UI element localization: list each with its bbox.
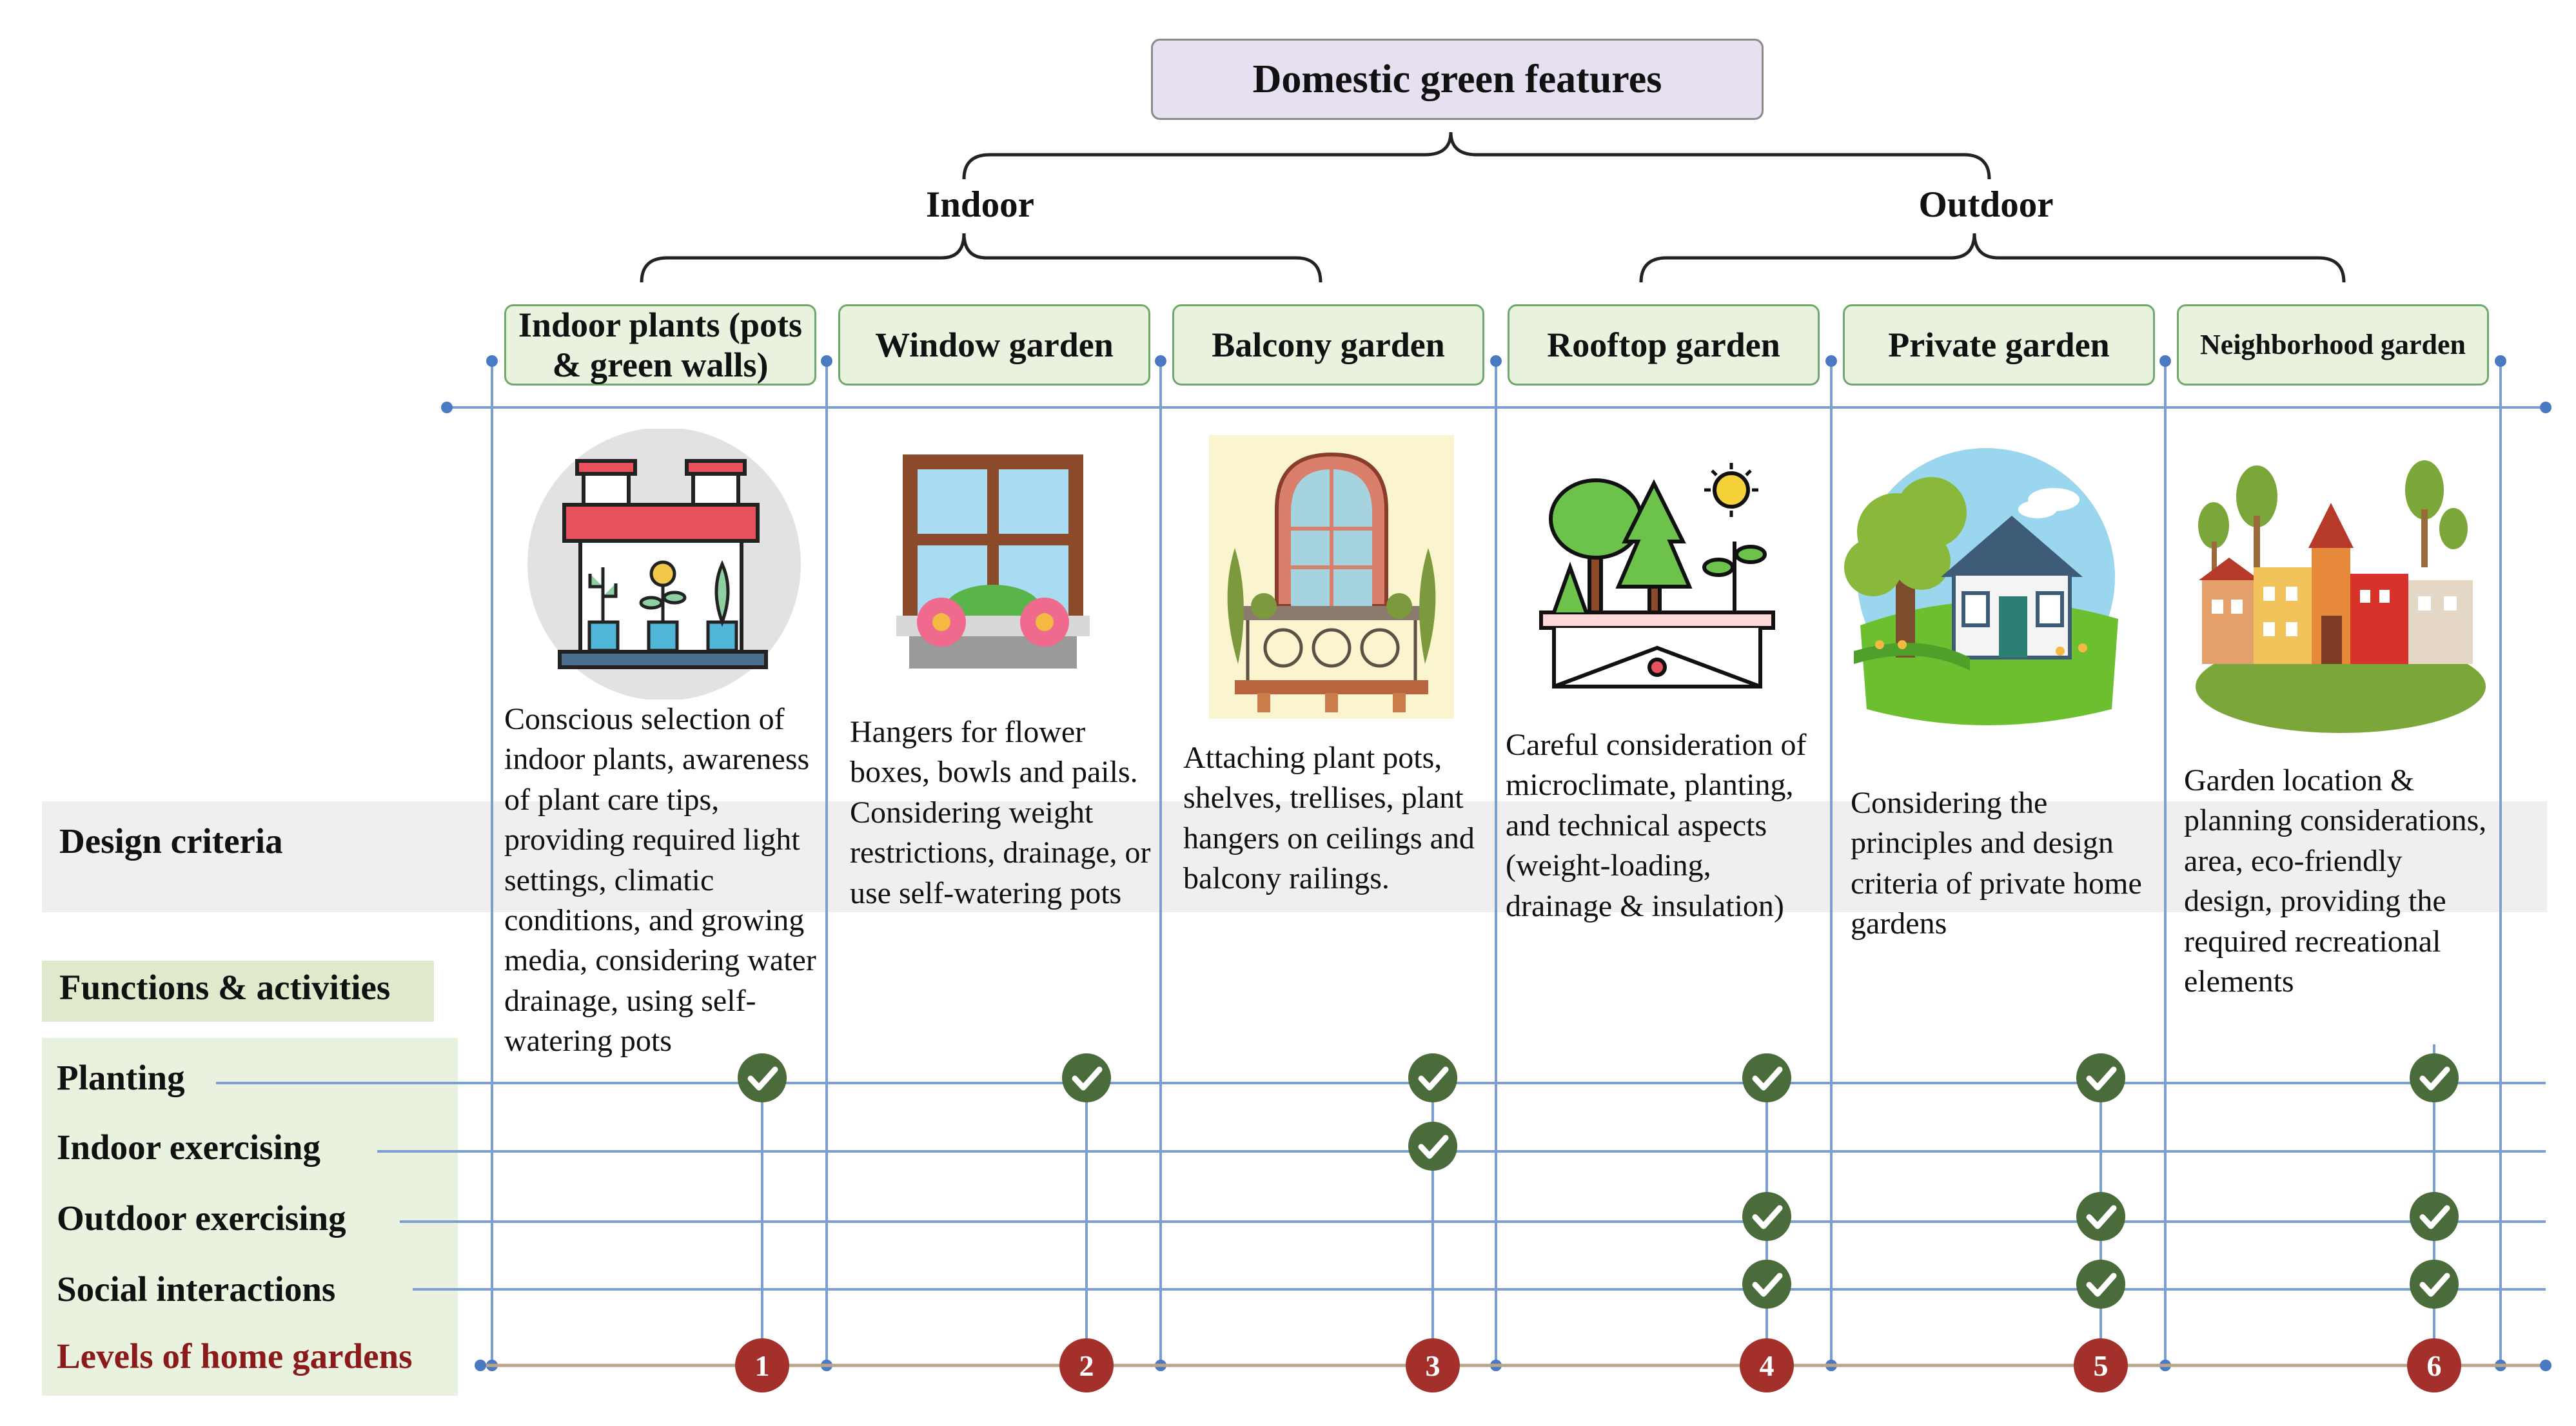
check-mark-planting <box>738 1053 787 1102</box>
row-label-design-criteria: Design criteria <box>59 821 283 861</box>
criteria-window-garden: Hangers for flower boxes, bowls and pail… <box>850 715 1151 910</box>
outdoor-brace <box>1639 233 2346 283</box>
level-badge: 3 <box>1406 1338 1460 1392</box>
criteria-indoor-plants: Conscious selection of indoor plants, aw… <box>504 702 816 1059</box>
column-header-rooftop-garden: Rooftop garden <box>1508 304 1820 386</box>
row-label-levels: Levels of home gardens <box>57 1336 413 1376</box>
row-lines <box>216 1082 2546 1291</box>
axis-dot <box>2540 402 2551 413</box>
level-number: 1 <box>755 1349 770 1382</box>
main-brace <box>962 132 1991 180</box>
row-label-outdoor-exercising: Outdoor exercising <box>57 1198 346 1238</box>
group-label-outdoor: Outdoor <box>1918 184 2054 225</box>
check-mark-social-interactions <box>2076 1260 2125 1309</box>
check-mark-outdoor-exercising <box>2076 1192 2125 1241</box>
level-badge: 4 <box>1740 1338 1794 1392</box>
level-number: 5 <box>2094 1349 2109 1382</box>
criteria-neighborhood-garden: Garden location & planning consideration… <box>2184 763 2487 999</box>
level-number: 6 <box>2427 1349 2442 1382</box>
rooftop-garden-icon <box>1539 463 1775 689</box>
functions-label-band <box>42 1038 458 1396</box>
check-mark-planting <box>2076 1053 2125 1102</box>
group-label-indoor: Indoor <box>926 184 1034 225</box>
diagram-title: Domestic green features <box>1151 39 1764 120</box>
column-header-private-garden: Private garden <box>1843 304 2155 386</box>
check-mark-outdoor-exercising <box>1742 1192 1791 1241</box>
column-header-neighborhood-garden: Neighborhood garden <box>2177 304 2489 386</box>
criteria-balcony-garden: Attaching plant pots, shelves, trellises… <box>1183 741 1475 896</box>
check-mark-outdoor-exercising <box>2410 1192 2459 1241</box>
column-header-indoor-plants: Indoor plants (pots & green walls) <box>504 304 816 386</box>
check-mark-social-interactions <box>2410 1260 2459 1309</box>
column-dividers <box>491 361 2502 1365</box>
window-garden-icon <box>896 454 1090 669</box>
row-label-functions: Functions & activities <box>59 968 391 1007</box>
indoor-plants-icon <box>527 429 801 699</box>
check-mark-planting <box>1742 1053 1791 1102</box>
balcony-garden-icon <box>1209 435 1454 719</box>
level-number: 2 <box>1079 1349 1094 1382</box>
criteria-private-garden: Considering the principles and design cr… <box>1851 786 2142 941</box>
row-label-social-interactions: Social interactions <box>57 1269 336 1309</box>
marker-layer: 1 2 3 4 5 6 <box>735 1053 2461 1392</box>
check-mark-social-interactions <box>1742 1260 1791 1309</box>
neighborhood-garden-icon <box>2196 460 2486 733</box>
design-criteria-band <box>42 801 2547 912</box>
check-mark-planting <box>1408 1053 1457 1102</box>
functions-tag-band <box>42 961 434 1022</box>
check-mark-planting <box>1062 1053 1111 1102</box>
check-mark-indoor-exercising <box>1408 1122 1457 1171</box>
column-header-window-garden: Window garden <box>838 304 1150 386</box>
marker-stems <box>761 1044 2435 1365</box>
axis-dot <box>441 402 453 413</box>
level-number: 3 <box>1426 1349 1440 1382</box>
level-badge: 5 <box>2074 1338 2128 1392</box>
level-badge: 1 <box>735 1338 789 1392</box>
criteria-rooftop-garden: Careful consideration of microclimate, p… <box>1506 728 1807 923</box>
indoor-brace <box>640 233 1322 283</box>
level-number: 4 <box>1760 1349 1775 1382</box>
level-badge: 2 <box>1059 1338 1114 1392</box>
private-garden-icon <box>1844 448 2118 725</box>
divider-dots <box>486 355 2506 1371</box>
level-badge: 6 <box>2407 1338 2461 1392</box>
column-header-balcony-garden: Balcony garden <box>1172 304 1484 386</box>
row-label-indoor-exercising: Indoor exercising <box>57 1128 320 1167</box>
check-mark-planting <box>2410 1053 2459 1102</box>
row-label-planting: Planting <box>57 1058 185 1097</box>
